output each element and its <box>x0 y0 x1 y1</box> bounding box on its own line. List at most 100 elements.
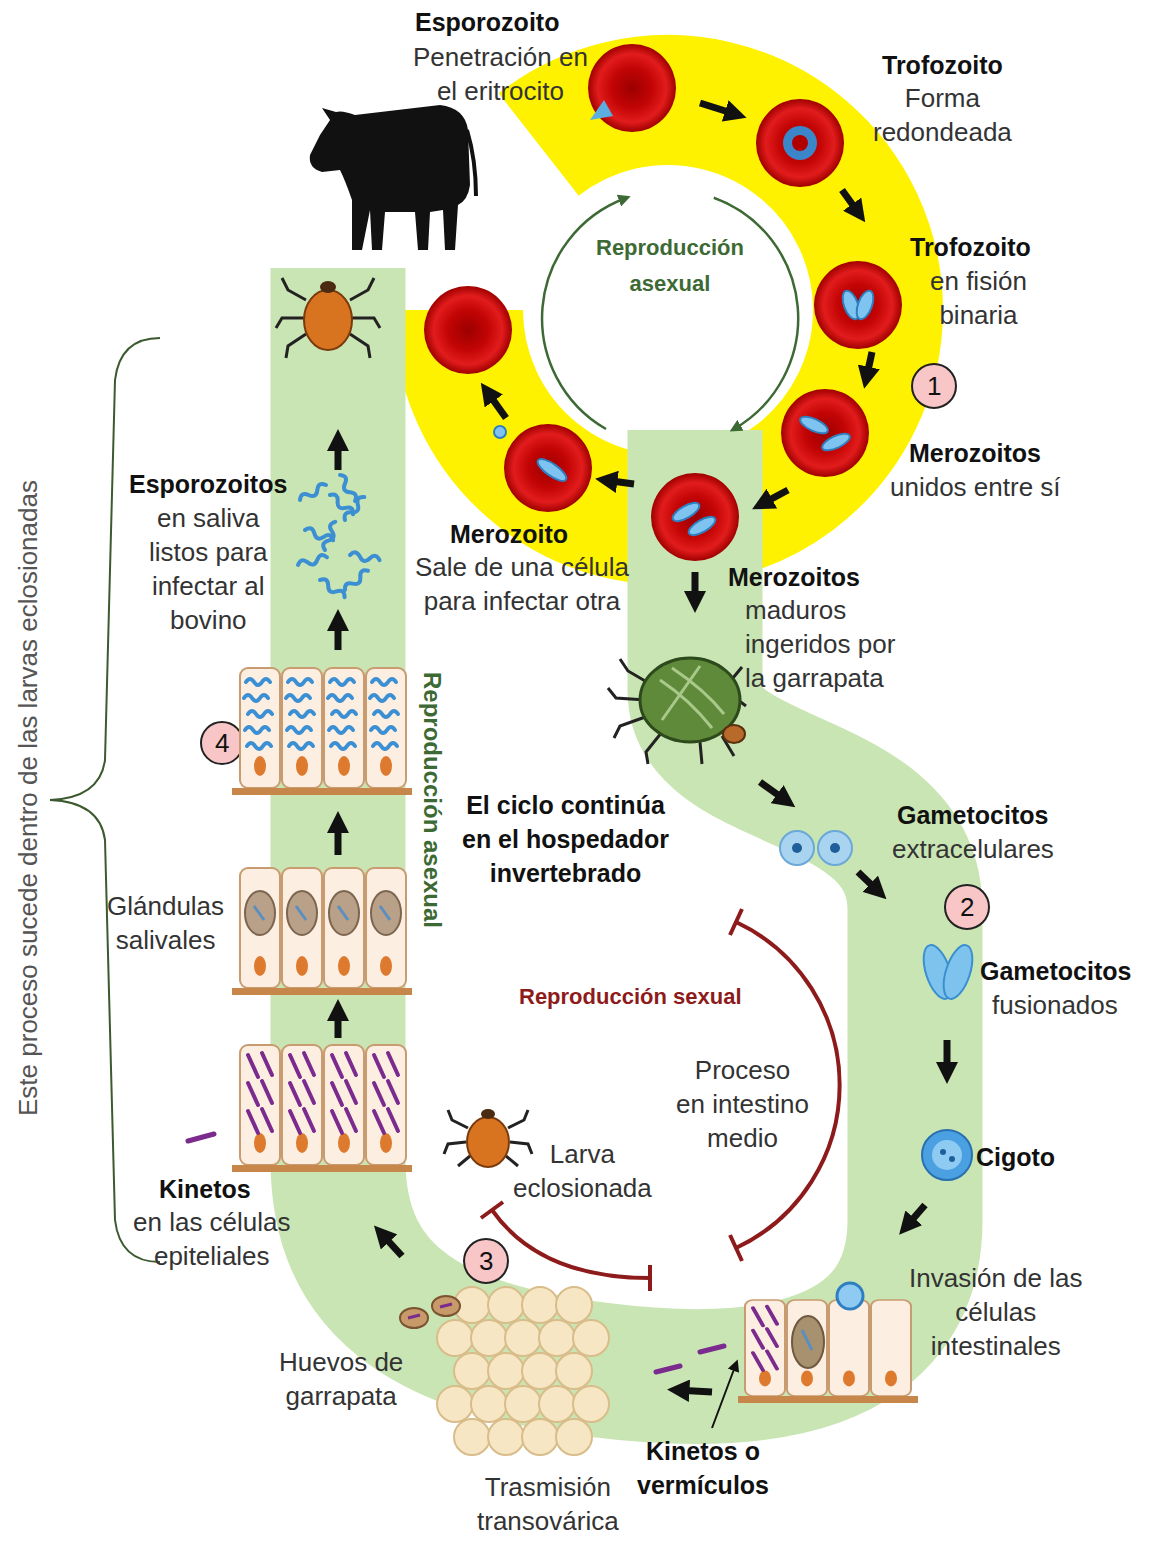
stage-name: Kinetos o vermículos <box>637 1434 769 1502</box>
stage-name: Gametocitos <box>980 954 1131 988</box>
parasite-inside <box>802 1330 812 1350</box>
callout-number: 3 <box>479 1246 493 1276</box>
kinete-cluster <box>248 1053 272 1133</box>
tick-egg <box>556 1353 592 1389</box>
side-note: Este proceso sucede dentro de las larvas… <box>13 480 43 1116</box>
merozoite <box>798 413 830 437</box>
flow-arrow <box>335 820 342 855</box>
red-blood-cell <box>651 473 739 561</box>
tick-egg <box>488 1287 524 1323</box>
fused-gametocyte <box>938 942 978 1003</box>
stage-description: en las células epiteliales <box>133 1205 291 1273</box>
stage-description: Penetración en el eritrocito <box>413 40 588 108</box>
stage-name: Esporozoito <box>415 5 559 39</box>
zygote-dot <box>940 1149 946 1155</box>
gland-body <box>329 891 359 935</box>
tick-egg <box>437 1320 473 1356</box>
flow-arrow <box>760 782 788 802</box>
callout-circle <box>201 722 243 764</box>
epithelial-cell <box>324 668 364 788</box>
callout-circle <box>464 1239 508 1283</box>
gland-cell <box>324 868 364 988</box>
red-blood-cell <box>424 286 512 374</box>
gland-body <box>287 891 317 935</box>
egg-kinete <box>408 1304 452 1318</box>
flow-arrow <box>604 480 634 484</box>
stage-description: en fisión binaria <box>930 264 1027 332</box>
flow-arrow <box>944 1040 951 1075</box>
zygote-core <box>932 1140 962 1170</box>
flow-arrow <box>380 1232 402 1256</box>
sporozoite-cluster <box>244 679 272 749</box>
flow-arrow <box>335 438 342 470</box>
tick-egg <box>556 1287 592 1323</box>
tick-egg <box>437 1386 473 1422</box>
merozoite <box>686 513 718 538</box>
kinete-cluster <box>332 1053 356 1133</box>
gland-body <box>245 891 275 935</box>
flow-arrow <box>858 872 880 893</box>
tick-body <box>304 290 352 350</box>
kinete-cluster <box>753 1306 777 1370</box>
epithelial-cell <box>240 668 280 788</box>
kinete-cluster <box>290 1053 314 1133</box>
gametocyte <box>780 831 814 865</box>
stage-description: extracelulares <box>892 832 1054 866</box>
sporozoite-cluster <box>370 679 398 749</box>
tick-egg <box>573 1386 609 1422</box>
callout-number: 1 <box>927 371 941 401</box>
tick-egg <box>573 1320 609 1356</box>
stage-name: Cigoto <box>976 1140 1055 1174</box>
vector-band <box>338 268 915 1376</box>
stage-name: El ciclo continúa en el hospedador inver… <box>462 788 669 890</box>
trophozoite <box>783 126 817 160</box>
tick-egg <box>488 1353 524 1389</box>
basal-plate <box>232 1165 412 1172</box>
trophozoite-center <box>792 135 808 151</box>
gametocyte-nucleus <box>792 843 802 853</box>
cycle-arc <box>542 198 626 429</box>
stage-description: unidos entre sí <box>890 470 1061 504</box>
stage-name: Merozoitos <box>909 436 1041 470</box>
basal-plate <box>232 988 412 995</box>
sporozoite-cluster <box>328 679 356 749</box>
tick-egg <box>522 1353 558 1389</box>
sporozoite <box>590 100 613 120</box>
epithelial-cell <box>282 668 322 788</box>
infected-cell-body <box>792 1316 824 1368</box>
flow-arrow <box>692 572 699 604</box>
stage-description: Forma redondeada <box>873 81 1012 149</box>
flow-arrows <box>338 103 947 1392</box>
sporozoite-cluster <box>286 679 314 749</box>
tick-egg <box>488 1419 524 1455</box>
callout-number: 2 <box>960 892 974 922</box>
free-kinete <box>656 1346 724 1372</box>
free-kinete <box>188 1134 214 1141</box>
cycle-label: Reproducción asexual <box>596 230 744 302</box>
tick-egg <box>522 1287 558 1323</box>
stage-description: maduros ingeridos por la garrapata <box>745 593 895 695</box>
stage-description: Glándulas salivales <box>107 889 224 957</box>
intestinal-cell <box>871 1300 911 1396</box>
sporozoite <box>298 482 327 503</box>
sporozoite <box>337 473 358 502</box>
leader-arrow <box>712 1364 736 1428</box>
cycle-label: Reproducción sexual <box>519 982 742 1012</box>
tick-egg <box>454 1353 490 1389</box>
tick-egg <box>505 1320 541 1356</box>
intestinal-cell <box>829 1300 869 1396</box>
red-blood-cell <box>756 99 844 187</box>
trophozoite-fission <box>853 289 876 322</box>
tick-legs <box>444 1110 532 1166</box>
flow-arrow <box>486 390 506 418</box>
flow-arrow <box>676 1390 712 1392</box>
zygote <box>922 1130 972 1180</box>
stage-name: Trofozoito <box>882 48 1003 82</box>
tick-egg <box>471 1320 507 1356</box>
tick-egg <box>471 1386 507 1422</box>
tick-legs <box>276 278 380 358</box>
stage-name: Trofozoito <box>910 230 1031 264</box>
flow-arrow <box>335 1008 342 1038</box>
cycle-arc <box>714 198 798 429</box>
free-merozoite <box>494 426 506 438</box>
